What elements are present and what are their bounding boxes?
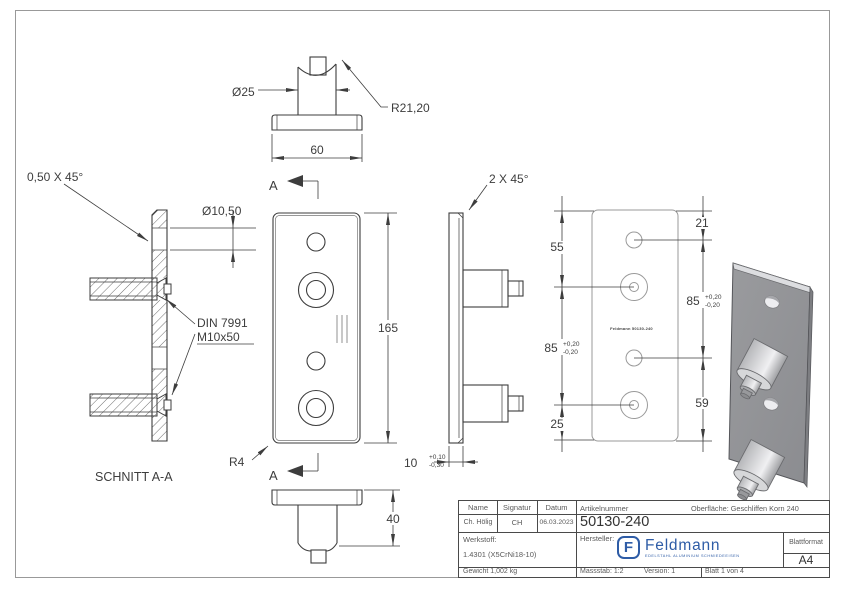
c85-left-minus: -0,20 <box>563 349 578 356</box>
tb-version: Version: 1 <box>644 568 676 575</box>
iso-hole-lower <box>763 397 779 411</box>
tb-divider <box>459 567 829 568</box>
tb-signatur-label: Signatur <box>503 503 531 512</box>
engraving-marks <box>336 315 348 343</box>
tb-name-label: Name <box>467 503 488 512</box>
section-arrow-top: A <box>269 175 319 199</box>
c21-label: 21 <box>695 216 709 230</box>
r4-label: R4 <box>229 455 245 469</box>
tb-datum-value: 06.03.2023 <box>539 519 574 526</box>
dim-10: 10 +0,10 -0,30 <box>404 446 478 470</box>
h40-label: 40 <box>386 512 400 526</box>
tb-divider <box>537 501 538 532</box>
front-view <box>272 212 361 444</box>
isometric-view <box>723 262 814 508</box>
label-din: DIN 7991 M10x50 <box>165 298 254 396</box>
din-label-1: DIN 7991 <box>197 316 248 330</box>
tb-artikel-label: Artikelnummer <box>580 504 629 513</box>
tb-divider <box>701 567 702 577</box>
tb-divider <box>576 501 577 577</box>
tb-divider <box>497 501 498 532</box>
c85-right-label: 85 <box>686 294 700 308</box>
title-block: Name Signatur Datum Ch. Hölig CH 06.03.2… <box>458 500 830 578</box>
section-label-top: A <box>269 178 278 193</box>
tb-werkstoff-label: Werkstoff: <box>463 535 497 544</box>
tb-blatt: Blatt 1 von 4 <box>705 568 744 575</box>
side-view <box>448 212 524 444</box>
w60-label: 60 <box>310 143 324 157</box>
iso-hole-upper <box>764 295 780 309</box>
section-arrow-bottom: A <box>269 453 319 483</box>
dim-165: 165 <box>364 212 399 444</box>
tb-datum-label: Datum <box>545 503 568 512</box>
logo-name: Feldmann <box>645 536 721 554</box>
c59-label: 59 <box>695 396 709 410</box>
dim-chain-left: 55 85 +0,20 -0,20 25 <box>539 196 634 452</box>
t10-plus: +0,10 <box>429 454 446 461</box>
tb-divider <box>459 532 829 533</box>
tb-werkstoff-value: 1.4301 (X5CrNi18-10) <box>463 550 537 559</box>
tb-oberflaeche: Oberfläche: Geschliffen Korn 240 <box>691 504 799 513</box>
dia25-label: Ø25 <box>232 85 255 99</box>
dim-dia1050: Ø10,50 <box>170 204 256 268</box>
din-label-2: M10x50 <box>197 330 240 344</box>
c55-label: 55 <box>550 240 564 254</box>
drawing-frame <box>15 10 830 578</box>
section-title: SCHNITT A-A <box>95 470 173 484</box>
tb-blattformat-value: A4 <box>798 553 814 567</box>
logo-f: F <box>623 539 634 556</box>
dim-dia25: Ø25 <box>232 85 350 99</box>
c85-left-label: 85 <box>544 341 558 355</box>
t10-minus: -0,30 <box>429 462 444 469</box>
dim-r2120: R21,20 <box>341 59 430 115</box>
label-chamfer-small: 0,50 X 45° <box>27 170 149 242</box>
label-chamfer-edge: 2 X 45° <box>468 172 529 211</box>
dim-40: 40 <box>339 489 403 547</box>
hole-dimension-view: Feldmann 50130-240 <box>591 209 679 442</box>
c85-right-minus: -0,20 <box>705 302 720 309</box>
bottom-view <box>271 489 363 564</box>
dia1050-label: Ø10,50 <box>202 204 242 218</box>
t10-label: 10 <box>404 456 418 470</box>
dim-60: 60 <box>271 134 363 162</box>
tb-name-value: Ch. Hölig <box>463 519 493 526</box>
tb-hersteller-label: Hersteller: <box>580 534 615 543</box>
tb-blattformat-label: Blattformat <box>789 539 823 546</box>
c25-label: 25 <box>550 417 564 431</box>
feldmann-logo: F Feldmann EDELSTAHL ALUMINIUM SCHMIEDEE… <box>617 536 740 559</box>
tb-divider <box>783 553 829 554</box>
engraving-text: Feldmann 50130-240 <box>610 326 653 331</box>
tb-massstab: Massstab: 1:2 <box>580 568 624 575</box>
section-view <box>89 209 172 442</box>
logo-wordmark: Feldmann EDELSTAHL ALUMINIUM SCHMIEDEEIS… <box>645 536 740 558</box>
feldmann-logo-icon: F <box>617 536 640 559</box>
bolt-lower <box>89 393 172 417</box>
c85-left-plus: +0,20 <box>563 341 580 348</box>
r2120-label: R21,20 <box>391 101 430 115</box>
chamfer-edge-label: 2 X 45° <box>489 172 529 186</box>
dim-chain-right: 21 85 +0,20 -0,20 59 <box>634 196 722 452</box>
tb-gewicht: Gewicht 1,002 kg <box>463 568 518 575</box>
tb-divider <box>783 532 784 567</box>
tb-artikel-value: 50130-240 <box>580 514 650 530</box>
bolt-upper <box>89 277 172 301</box>
logo-tagline: EDELSTAHL ALUMINIUM SCHMIEDEEISEN <box>645 553 740 558</box>
chamfer-small-label: 0,50 X 45° <box>27 170 83 184</box>
tb-signatur-value: CH <box>511 518 523 527</box>
h165-label: 165 <box>378 321 398 335</box>
tb-divider <box>459 514 829 515</box>
section-label-bottom: A <box>269 468 278 483</box>
c85-right-plus: +0,20 <box>705 294 722 301</box>
label-r4: R4 <box>229 445 269 469</box>
